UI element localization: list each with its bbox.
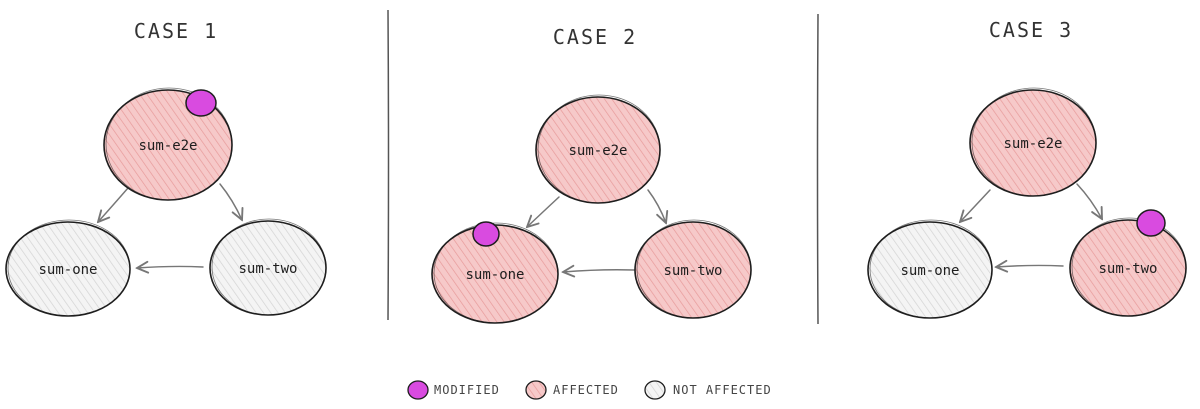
case-3-arrow-two-to-one <box>996 265 1064 267</box>
case-2-node-one-label: sum-one <box>465 267 524 283</box>
case-3-node-two-label: sum-two <box>1098 261 1157 277</box>
case-1-node-two-label: sum-two <box>238 261 297 277</box>
case-1-arrow-e2e-to-one <box>98 187 129 222</box>
case-1-node-two-outline <box>211 218 327 316</box>
divider-left <box>387 9 390 321</box>
case-3-group: sum-e2e sum-one sum-two <box>867 87 1187 319</box>
legend: MODIFIED AFFECTED NOT AFFECTED <box>407 380 772 400</box>
case-2-arrow-e2e-to-one <box>527 196 560 227</box>
case-1-modified-marker <box>185 89 217 117</box>
case-1-arrow-two-to-one <box>137 266 204 268</box>
legend-affected-label: AFFECTED <box>553 383 619 397</box>
case-1-title: CASE 1 <box>134 19 218 43</box>
case-3-node-two-outline <box>1071 217 1187 317</box>
case-2-node-e2e-outline <box>537 94 661 204</box>
case-3-modified-marker <box>1136 209 1166 237</box>
case-3-node-e2e-outline <box>971 87 1097 197</box>
case-2-arrow-e2e-to-two <box>647 189 666 223</box>
case-3-node-one-label: sum-one <box>900 263 959 279</box>
case-2-modified-marker <box>472 221 500 247</box>
case-3-arrow-e2e-to-one <box>960 189 991 222</box>
case-2-title: CASE 2 <box>553 25 637 49</box>
case-2-node-two-label: sum-two <box>663 263 722 279</box>
case-2-node-e2e-label: sum-e2e <box>568 143 627 159</box>
case-1-node-one-outline <box>7 219 131 317</box>
case-1-arrow-e2e-to-two <box>219 183 242 220</box>
legend-modified-swatch <box>407 380 429 400</box>
legend-affected-swatch <box>525 380 547 400</box>
case-2-node-two-outline <box>636 219 752 319</box>
legend-not-affected-swatch <box>644 380 666 400</box>
case-3-title: CASE 3 <box>989 18 1073 42</box>
case-1-node-e2e-label: sum-e2e <box>138 138 197 154</box>
case-2-group: sum-e2e sum-one sum-two <box>431 94 752 324</box>
case-3-node-one-outline <box>869 219 993 319</box>
case-3-arrow-e2e-to-two <box>1076 183 1102 219</box>
legend-not-affected-label: NOT AFFECTED <box>673 383 772 397</box>
case-2-arrow-two-to-one <box>563 270 635 272</box>
case-1-node-one-label: sum-one <box>38 262 97 278</box>
legend-modified-label: MODIFIED <box>434 383 500 397</box>
case-1-node-e2e-outline <box>105 87 233 201</box>
cases-layer: sum-e2e sum-one sum-two sum-e2e sum-one sum-t… <box>5 87 1187 324</box>
case-2-node-one-outline <box>433 222 559 324</box>
case-1-group: sum-e2e sum-one sum-two <box>5 87 327 317</box>
case-3-node-e2e-label: sum-e2e <box>1003 136 1062 152</box>
divider-right <box>816 13 819 325</box>
